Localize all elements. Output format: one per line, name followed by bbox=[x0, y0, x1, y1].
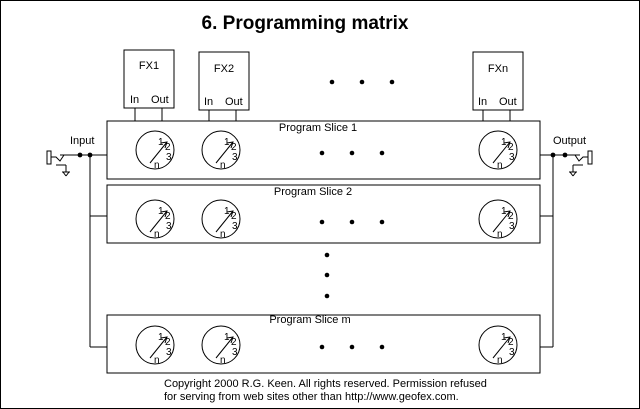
fx-in-label: In bbox=[130, 94, 139, 106]
output-jack-icon bbox=[569, 150, 593, 177]
rotary-switch-position-label: n bbox=[220, 229, 226, 240]
rotary-switch-arrowhead bbox=[160, 336, 168, 344]
rotary-switch-position-label: 1 bbox=[224, 206, 230, 217]
fx-in-label: In bbox=[478, 96, 487, 108]
rotary-switch-pointer bbox=[492, 210, 511, 233]
slice-label: Program Slice m bbox=[269, 314, 350, 326]
rotary-switch-position-label: 2 bbox=[165, 337, 171, 348]
rotary-switch-position-label: 3 bbox=[232, 221, 238, 232]
rotary-switch-position-label: 1 bbox=[501, 332, 507, 343]
rotary-switch-pointer bbox=[215, 141, 234, 164]
rotary-switch-position-label: n bbox=[154, 355, 160, 366]
rotary-switch-position-label: 1 bbox=[501, 137, 507, 148]
rotary-switch-position-label: 2 bbox=[508, 211, 514, 222]
rotary-switch-position-label: 1 bbox=[158, 206, 164, 217]
rotary-switch-position-label: n bbox=[154, 229, 160, 240]
copyright-line-2: for serving from web sites other than ht… bbox=[164, 391, 459, 403]
rotary-switch-arrowhead bbox=[226, 210, 234, 218]
rotary-switch-position-label: 2 bbox=[231, 337, 237, 348]
rotary-switch-pointer bbox=[149, 336, 168, 359]
program-slice-2 bbox=[106, 184, 541, 244]
rotary-switch-position-label: n bbox=[497, 160, 503, 171]
program-slice-1 bbox=[106, 120, 541, 180]
rotary-switch-arrowhead bbox=[160, 210, 168, 218]
rotary-switch-position-label: 2 bbox=[165, 211, 171, 222]
rotary-switch-position-label: 3 bbox=[509, 221, 515, 232]
rotary-switch-pointer bbox=[492, 336, 511, 359]
rotary-switch-position-label: 2 bbox=[508, 337, 514, 348]
rotary-switch-pointer bbox=[149, 141, 168, 164]
rotary-switch-position-label: n bbox=[220, 355, 226, 366]
rotary-switch-position-label: n bbox=[220, 160, 226, 171]
rotary-switch-pointer bbox=[492, 141, 511, 164]
rotary-switch-arrowhead bbox=[503, 210, 511, 218]
copyright-line-1: Copyright 2000 R.G. Keen. All rights res… bbox=[164, 378, 487, 390]
rotary-switch-arrowhead bbox=[503, 336, 511, 344]
fx-unit-2: FX2 In Out bbox=[198, 51, 250, 121]
rotary-switch-position-label: 1 bbox=[224, 137, 230, 148]
rotary-switch-position-label: n bbox=[497, 229, 503, 240]
rotary-switch-position-label: 2 bbox=[165, 142, 171, 153]
rotary-switch-arrowhead bbox=[160, 141, 168, 149]
rotary-switch-pointer bbox=[215, 210, 234, 233]
output-label: Output bbox=[553, 135, 586, 147]
program-slice-m bbox=[106, 314, 541, 374]
rotary-switch-position-label: 3 bbox=[166, 221, 172, 232]
rotary-switch-arrowhead bbox=[503, 141, 511, 149]
rotary-switch-position-label: 1 bbox=[158, 332, 164, 343]
fx-unit-n: FXn In Out bbox=[472, 51, 524, 121]
rotary-switch-position-label: 2 bbox=[231, 211, 237, 222]
fx-unit-name: FXn bbox=[488, 63, 508, 75]
rotary-switch-position-label: 3 bbox=[509, 347, 515, 358]
rotary-switch-position-label: 1 bbox=[224, 332, 230, 343]
slice-label: Program Slice 1 bbox=[279, 122, 357, 134]
fx-unit-1: FX1 In Out bbox=[123, 49, 175, 121]
rotary-switch-position-label: 1 bbox=[501, 206, 507, 217]
rotary-switch-position-label: 3 bbox=[166, 152, 172, 163]
fx-in-label: In bbox=[204, 96, 213, 108]
input-wiring bbox=[60, 152, 107, 348]
fx-out-label: Out bbox=[225, 96, 243, 108]
fx-out-label: Out bbox=[499, 96, 517, 108]
slice-ellipsis bbox=[324, 252, 330, 299]
rotary-switch-position-label: 3 bbox=[232, 152, 238, 163]
rotary-switch-position-label: 3 bbox=[166, 347, 172, 358]
rotary-switch-position-label: 3 bbox=[509, 152, 515, 163]
page-title: 6. Programming matrix bbox=[202, 13, 409, 34]
rotary-switch-arrowhead bbox=[226, 141, 234, 149]
rotary-switch-arrowhead bbox=[226, 336, 234, 344]
rotary-switch-position-label: n bbox=[154, 160, 160, 171]
rotary-switch-position-label: 2 bbox=[508, 142, 514, 153]
fx-out-label: Out bbox=[151, 94, 169, 106]
slice-label: Program Slice 2 bbox=[274, 186, 352, 198]
rotary-switch-position-label: 3 bbox=[232, 347, 238, 358]
input-label: Input bbox=[70, 135, 94, 147]
rotary-switch-position-label: n bbox=[497, 355, 503, 366]
knob-ellipsis-row bbox=[319, 150, 385, 350]
output-wiring bbox=[540, 152, 580, 348]
rotary-switch-pointer bbox=[215, 336, 234, 359]
input-jack-icon bbox=[46, 150, 70, 177]
fx-unit-name: FX1 bbox=[139, 60, 159, 72]
rotary-switch-position-label: 2 bbox=[231, 142, 237, 153]
rotary-switch-pointer bbox=[149, 210, 168, 233]
fx-unit-name: FX2 bbox=[214, 63, 234, 75]
fx-ellipsis bbox=[329, 79, 395, 85]
rotary-switch-position-label: 1 bbox=[158, 137, 164, 148]
